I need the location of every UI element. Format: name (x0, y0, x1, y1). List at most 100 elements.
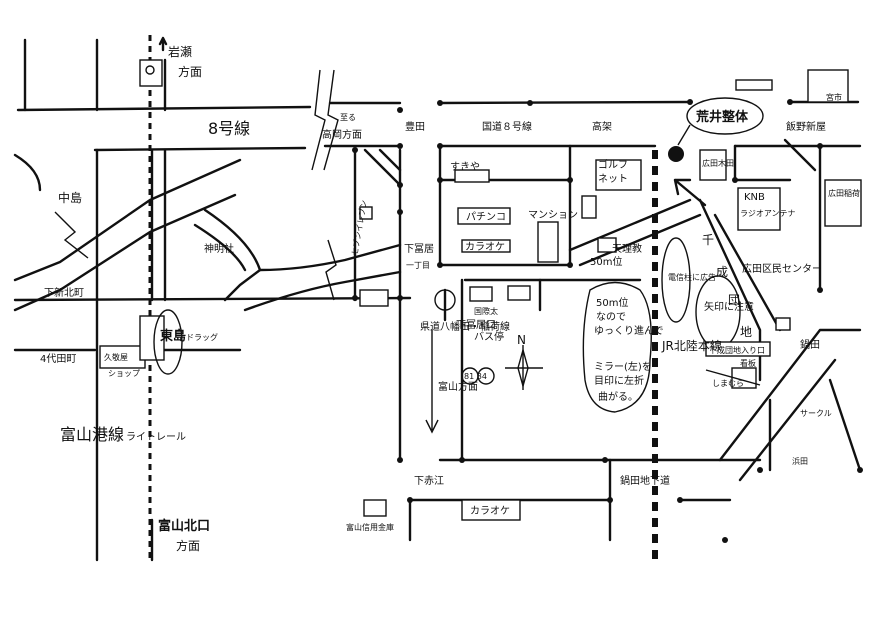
left-road-4 (13, 296, 412, 302)
nakajima-curve (13, 153, 242, 282)
road-break-mark (54, 211, 89, 259)
golf-net-building (595, 159, 642, 191)
label-iwase-dir: 方面 (178, 64, 202, 79)
east-vert-735 (733, 144, 792, 182)
curve-to-east-2 (243, 270, 402, 312)
label-iwase: 岩瀬 (168, 44, 192, 59)
label-higashijima: 東島 (160, 328, 186, 344)
label-mansion: マンション (528, 210, 578, 221)
hirota-kita-box (699, 149, 727, 181)
arai-arrow (673, 178, 707, 207)
mirror-box (581, 195, 597, 219)
bus-num-circle-2 (477, 367, 495, 385)
label-koaka-road: 至る (340, 113, 356, 122)
label-kokusai: 国際太 (474, 306, 498, 316)
label-toyama-dir: 富山方面 (438, 380, 478, 393)
label-chi: 地 (740, 325, 752, 339)
label-circle: サークル (800, 409, 832, 418)
arai-seitai-oval (686, 97, 764, 135)
karaoke-bottom-box (461, 499, 521, 521)
label-denshin: 電信柱に広告 (668, 272, 716, 282)
diag-sw (568, 198, 692, 252)
small-box-785 (775, 317, 791, 331)
iwase-arrow (158, 36, 168, 52)
diag-to-nabeta (718, 328, 862, 462)
label-sevenelv: セブンイレブン (349, 199, 369, 256)
karaoke-building (461, 239, 511, 253)
diag-east-lower (828, 378, 862, 472)
label-karaoke2: カラオケ (470, 505, 510, 517)
denshin-balloon (661, 237, 691, 323)
label-note1: なので (596, 311, 626, 323)
kuchinashi-sign (705, 341, 771, 357)
higashijima-oval (153, 309, 183, 375)
diag-sw-2 (578, 213, 702, 267)
label-toyama-kita-dir: 方面 (176, 538, 200, 553)
arai-leader-line (677, 124, 691, 146)
label-toyama-kita: 富山北口 (158, 518, 210, 534)
knb-box (737, 187, 781, 231)
label-tokoro-right: 宮市 (826, 92, 842, 102)
label-radio-antenna: ラジオアンテナ (740, 209, 796, 218)
building-510 (507, 285, 531, 301)
label-hamada: 浜田 (792, 456, 808, 466)
label-sukiya: すきや (450, 161, 480, 173)
label-shimamura: しまむら (712, 379, 744, 388)
label-pachinko: パチンコ (466, 211, 506, 223)
label-nabeta-underpass: 鍋田地下道 (620, 474, 670, 487)
seven-box (359, 206, 373, 220)
label-takaoka: 高岡方面 (322, 128, 362, 141)
label-north: N (517, 333, 526, 347)
label-note2: ゆっくり進んで (594, 325, 664, 337)
label-arai-seitai: 荒井整体 (695, 109, 749, 125)
route8-road-east-top (438, 100, 860, 105)
label-gudrugs: ドラッグ (186, 332, 218, 342)
label-toyama-ko: 富山港線 (60, 425, 124, 444)
kokusai-box (469, 286, 493, 302)
diag-se-2 (713, 213, 782, 332)
diag-to-nabeta-2 (738, 358, 837, 482)
diag-road (363, 148, 402, 187)
road-break-mark (325, 239, 337, 301)
station-iwase (139, 59, 163, 87)
arai-seitai-marker (668, 146, 684, 162)
label-toyama-shinkin: 富山信用金庫 (346, 522, 394, 532)
label-note4: 目印に左折 (594, 374, 644, 387)
label-shop: ショップ (108, 369, 140, 378)
label-hirota-kita: 広田木田 (702, 158, 734, 168)
label-nabeta: 鍋田 (800, 338, 820, 351)
label-kaminashinjiri: 神明社 (204, 242, 234, 255)
label-shimotomii: 下冨居 (404, 243, 434, 255)
label-note3: ミラー(左)を (594, 360, 652, 373)
label-dan: 団 (728, 293, 740, 307)
label-iino-shinya: 飯野新屋 (786, 120, 826, 133)
road-break-mark (311, 69, 326, 171)
label-p50m-a: 50m位 (590, 255, 622, 268)
east-road-180 (783, 138, 817, 172)
kuchinashi-arrow (705, 369, 761, 386)
east-ne-box (807, 69, 849, 103)
label-kokudo8: 国道８号線 (482, 120, 532, 133)
iwase-oval (145, 65, 155, 75)
hirota-inaori-box (824, 179, 862, 227)
mansion-building (537, 221, 559, 263)
label-jr-hokuriku: JR北陸本線 (661, 338, 722, 353)
label-nakajima: 中島 (58, 190, 82, 205)
shinmei-road-2 (193, 223, 247, 272)
label-bus-stop: バス停 (474, 330, 504, 343)
pachinko-building (457, 207, 511, 225)
north-compass (505, 345, 543, 390)
karaoke-left-box (359, 289, 389, 307)
label-sei: 成 (716, 265, 728, 279)
label-sen: 千 (702, 233, 714, 247)
note-balloon (582, 281, 652, 413)
sukiya-building (454, 169, 490, 183)
bus-arrow (425, 330, 439, 434)
label-hirota-kumin: 広田区民センター (742, 262, 822, 275)
label-hirota-inaori: 広田稲荷 (828, 188, 860, 198)
label-note5: 曲がる。 (598, 390, 638, 403)
label-route8-hand: 8号線 (208, 119, 250, 138)
label-bus-nums: 81 84 (464, 372, 487, 381)
nakajima-curve-2 (13, 193, 237, 312)
label-net: ネット (598, 173, 628, 185)
